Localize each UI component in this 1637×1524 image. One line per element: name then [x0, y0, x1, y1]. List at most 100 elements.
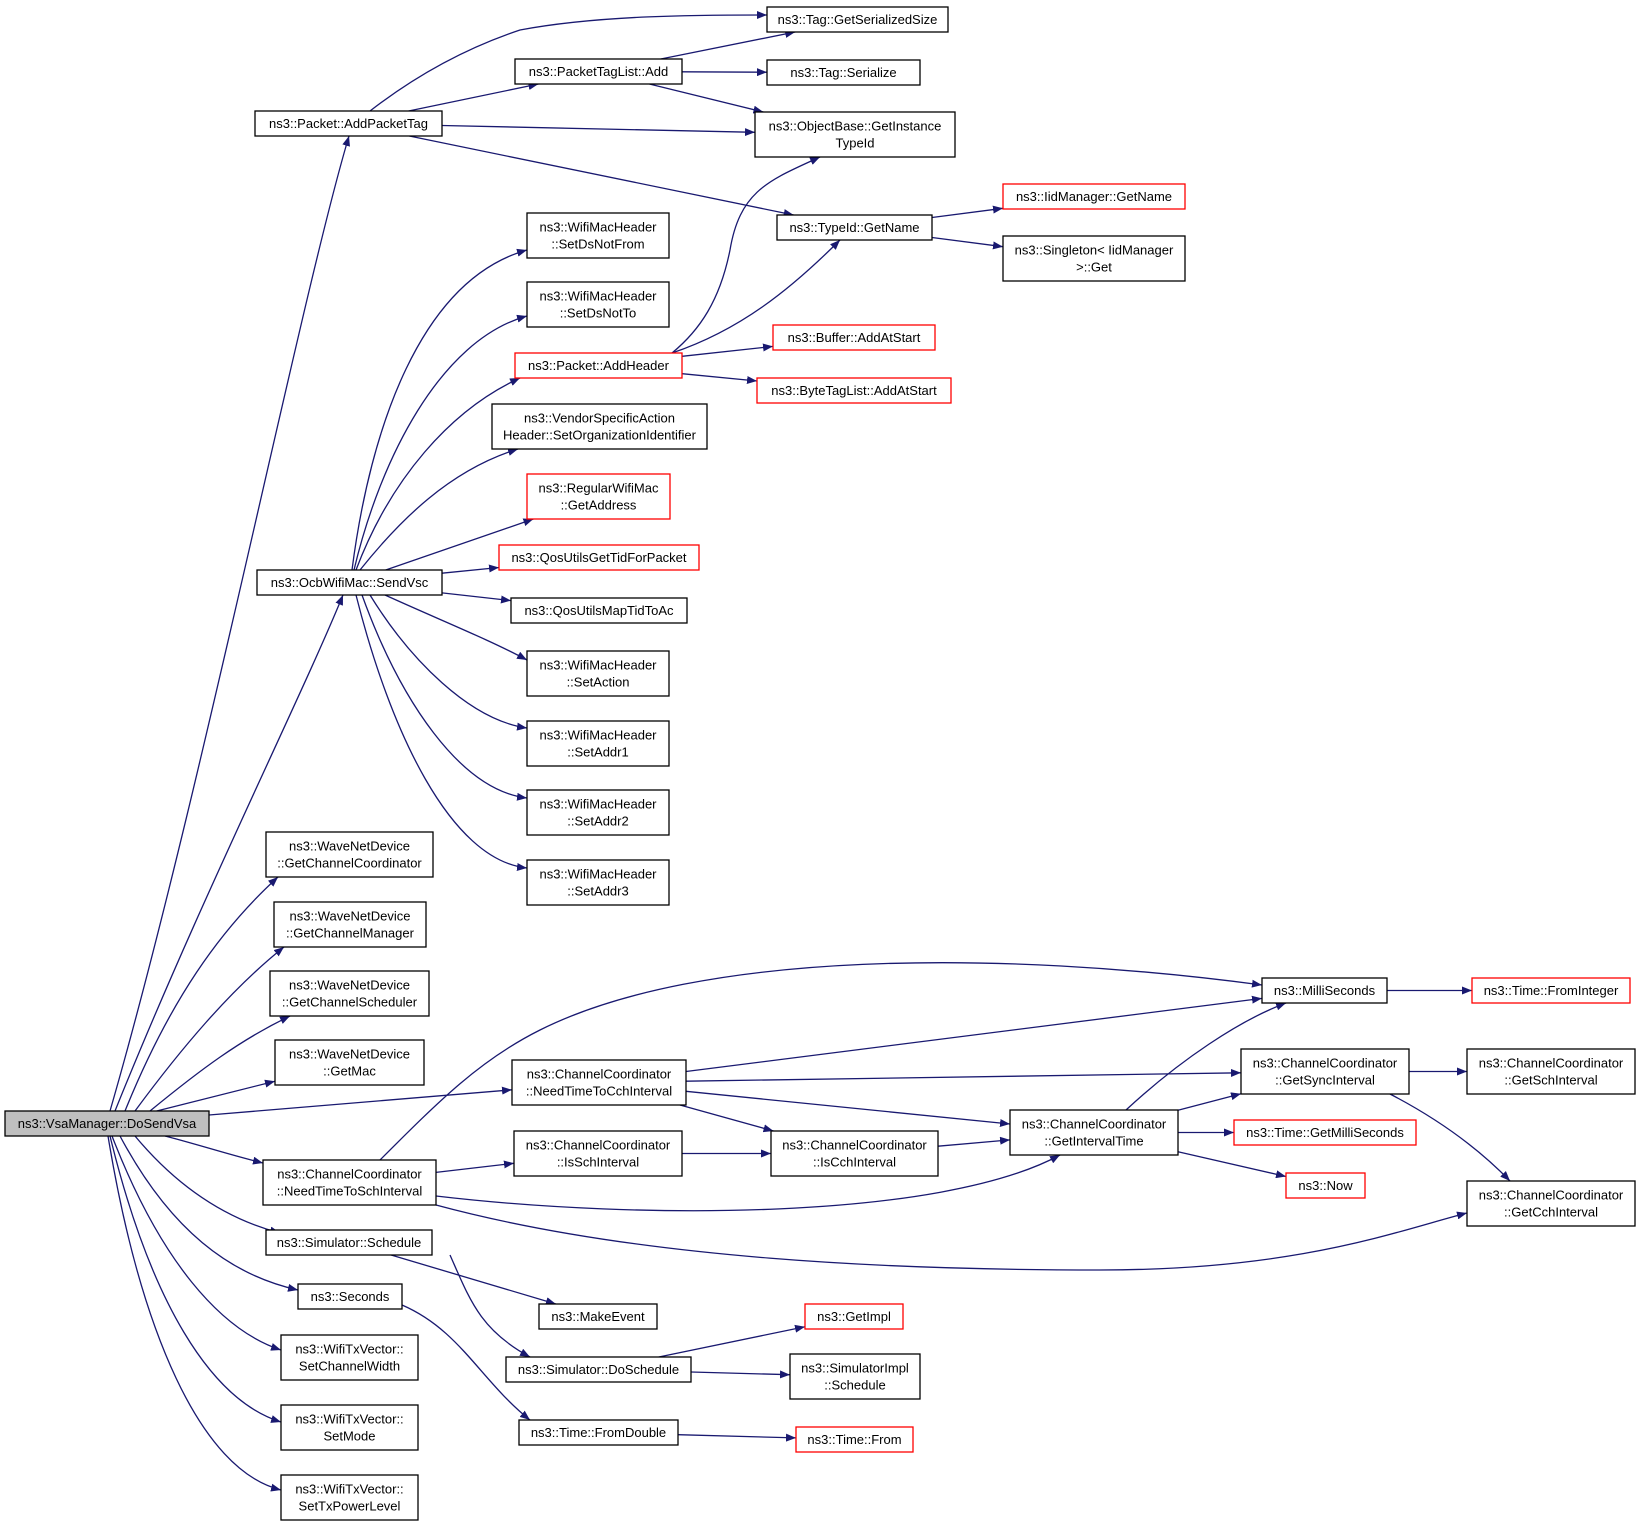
node-makeevent[interactable]: ns3::MakeEvent — [538, 1303, 658, 1330]
edge-addpackettag-to-getinstancetypeid — [441, 124, 756, 137]
node-needtimetoschinterval[interactable]: ns3::ChannelCoordinator::NeedTimeToSchIn… — [262, 1159, 437, 1206]
node-setmode[interactable]: ns3::WifiTxVector::SetMode — [280, 1404, 419, 1451]
node-label: ns3::Simulator::DoSchedule — [518, 1362, 679, 1377]
edge-needtimetocchinterval-to-getsyncinterval — [685, 1068, 1242, 1082]
node-sendvsc[interactable]: ns3::OcbWifiMac::SendVsc — [256, 569, 443, 596]
node-simimplschedule[interactable]: ns3::SimulatorImpl::Schedule — [789, 1353, 921, 1400]
node-taggetserializedsize[interactable]: ns3::Tag::GetSerializedSize — [766, 6, 949, 33]
node-packettaglistadd[interactable]: ns3::PacketTagList::Add — [514, 58, 683, 85]
edge-arrow — [164, 1135, 264, 1165]
node-settxpowerlevel[interactable]: ns3::WifiTxVector::SetTxPowerLevel — [280, 1474, 419, 1521]
node-getimpl[interactable]: ns3::GetImpl — [804, 1303, 904, 1330]
node-qosmaptid[interactable]: ns3::QosUtilsMapTidToAc — [510, 597, 688, 624]
node-box — [772, 324, 936, 351]
node-setdsnotfrom[interactable]: ns3::WifiMacHeader::SetDsNotFrom — [526, 212, 670, 259]
edge-dosendvsa-to-sendvsc — [114, 594, 344, 1112]
node-setaddr2[interactable]: ns3::WifiMacHeader::SetAddr2 — [526, 789, 670, 836]
node-box — [265, 831, 434, 878]
node-box — [766, 6, 949, 33]
edge-dosendvsa-to-setchannelwidth — [111, 1135, 282, 1351]
node-getschinterval[interactable]: ns3::ChannelCoordinator::GetSchInterval — [1466, 1048, 1636, 1095]
node-label: ns3::Tag::GetSerializedSize — [778, 12, 938, 27]
node-box — [514, 58, 683, 85]
edge-arrow — [353, 314, 528, 571]
node-label: ns3::QosUtilsMapTidToAc — [524, 603, 674, 618]
node-getsyncinterval[interactable]: ns3::ChannelCoordinator::GetSyncInterval — [1240, 1048, 1410, 1095]
node-iscchinterval[interactable]: ns3::ChannelCoordinator::IsCchInterval — [770, 1130, 939, 1177]
node-typeidgetname[interactable]: ns3::TypeId::GetName — [776, 214, 933, 241]
edge-arrow — [369, 11, 768, 112]
node-getintervaltime[interactable]: ns3::ChannelCoordinator::GetIntervalTime — [1009, 1109, 1179, 1156]
node-label: ns3::WaveNetDevice — [289, 839, 410, 854]
node-label: ::SetAction — [567, 675, 630, 690]
node-now[interactable]: ns3::Now — [1285, 1172, 1366, 1199]
node-box — [1233, 1119, 1417, 1146]
edge-addheader-to-typeidgetname — [671, 239, 841, 354]
node-box — [273, 901, 427, 948]
node-tagserialize[interactable]: ns3::Tag::Serialize — [766, 59, 921, 86]
node-singletonget[interactable]: ns3::Singleton< IidManager >::Get — [1002, 235, 1186, 282]
node-setaction[interactable]: ns3::WifiMacHeader::SetAction — [526, 650, 670, 697]
edge-arrow — [134, 1135, 281, 1235]
node-milliseconds[interactable]: ns3::MilliSeconds — [1261, 977, 1388, 1004]
node-box — [526, 212, 670, 259]
node-box — [1285, 1172, 1366, 1199]
edge-needtimetoschinterval-to-isschinterval — [435, 1160, 515, 1174]
edge-arrow — [441, 124, 756, 137]
edge-arrow — [124, 876, 279, 1112]
node-doschedule[interactable]: ns3::Simulator::DoSchedule — [505, 1356, 692, 1383]
edge-fromdouble-to-timefrom — [677, 1433, 797, 1442]
node-getmac[interactable]: ns3::WaveNetDevice::GetMac — [274, 1039, 425, 1086]
node-fromdouble[interactable]: ns3::Time::FromDouble — [518, 1419, 679, 1446]
node-dosendvsa[interactable]: ns3::VsaManager::DoSendVsa — [4, 1110, 210, 1137]
node-getchannelscheduler[interactable]: ns3::WaveNetDevice::GetChannelScheduler — [269, 970, 430, 1017]
edge-arrow — [679, 1104, 774, 1133]
node-label: ::NeedTimeToCchInterval — [526, 1084, 672, 1099]
node-label: ns3::MilliSeconds — [1274, 983, 1376, 998]
edge-arrow — [208, 1086, 513, 1116]
node-timefrominteger[interactable]: ns3::Time::FromInteger — [1471, 977, 1631, 1004]
node-label: ::GetMac — [323, 1064, 376, 1079]
node-getaddress[interactable]: ns3::RegularWifiMac::GetAddress — [526, 473, 671, 520]
node-label: ns3::ByteTagList::AddAtStart — [771, 383, 937, 398]
node-label: ns3::Singleton< IidManager — [1015, 243, 1174, 258]
edge-dosendvsa-to-settxpowerlevel — [107, 1135, 282, 1492]
node-setaddr3[interactable]: ns3::WifiMacHeader::SetAddr3 — [526, 859, 670, 906]
edge-dosendvsa-to-setmode — [109, 1135, 282, 1423]
node-bufferaddatstart[interactable]: ns3::Buffer::AddAtStart — [772, 324, 936, 351]
node-iidgetname[interactable]: ns3::IidManager::GetName — [1002, 183, 1186, 210]
node-qosgettid[interactable]: ns3::QosUtilsGetTidForPacket — [498, 544, 700, 571]
node-seconds[interactable]: ns3::Seconds — [297, 1283, 403, 1310]
node-timefrom[interactable]: ns3::Time::From — [795, 1426, 914, 1453]
node-setdsnotto[interactable]: ns3::WifiMacHeader::SetDsNotTo — [526, 281, 670, 328]
edge-arrow — [390, 1254, 557, 1305]
node-label: ns3::WifiMacHeader — [539, 289, 657, 304]
node-getmilliseconds[interactable]: ns3::Time::GetMilliSeconds — [1233, 1119, 1417, 1146]
node-schedule[interactable]: ns3::Simulator::Schedule — [265, 1229, 433, 1256]
node-getchannelmanager[interactable]: ns3::WaveNetDevice::GetChannelManager — [273, 901, 427, 948]
node-label: ns3::SimulatorImpl — [801, 1361, 909, 1376]
node-addpackettag[interactable]: ns3::Packet::AddPacketTag — [254, 110, 443, 137]
edge-arrow — [355, 594, 528, 871]
node-addheader[interactable]: ns3::Packet::AddHeader — [514, 352, 683, 379]
edge-arrow — [685, 1068, 1242, 1082]
edge-dosendvsa-to-needtimetocchinterval — [208, 1086, 513, 1116]
edge-arrow — [1177, 1092, 1242, 1111]
node-isschinterval[interactable]: ns3::ChannelCoordinator::IsSchInterval — [513, 1130, 683, 1177]
node-setorgid[interactable]: ns3::VendorSpecificActionHeader::SetOrga… — [491, 403, 708, 450]
node-box — [1002, 235, 1186, 282]
node-setaddr1[interactable]: ns3::WifiMacHeader::SetAddr1 — [526, 720, 670, 767]
node-label: TypeId — [835, 136, 874, 151]
node-getchannelcoordinator[interactable]: ns3::WaveNetDevice::GetChannelCoordinato… — [265, 831, 434, 878]
node-label: ns3::VsaManager::DoSendVsa — [18, 1116, 197, 1131]
node-label: ns3::ChannelCoordinator — [527, 1067, 672, 1082]
node-bytetaglistaddatstart[interactable]: ns3::ByteTagList::AddAtStart — [756, 377, 952, 404]
node-needtimetocchinterval[interactable]: ns3::ChannelCoordinator::NeedTimeToCchIn… — [511, 1059, 687, 1106]
node-getcchinterval[interactable]: ns3::ChannelCoordinator::GetCchInterval — [1466, 1180, 1636, 1227]
node-setchannelwidth[interactable]: ns3::WifiTxVector::SetChannelWidth — [280, 1334, 419, 1381]
node-label: ns3::WifiMacHeader — [539, 658, 657, 673]
edge-sendvsc-to-setdsnotto — [353, 314, 528, 571]
node-label: ns3::TypeId::GetName — [789, 220, 919, 235]
edge-arrow — [937, 1136, 1011, 1147]
